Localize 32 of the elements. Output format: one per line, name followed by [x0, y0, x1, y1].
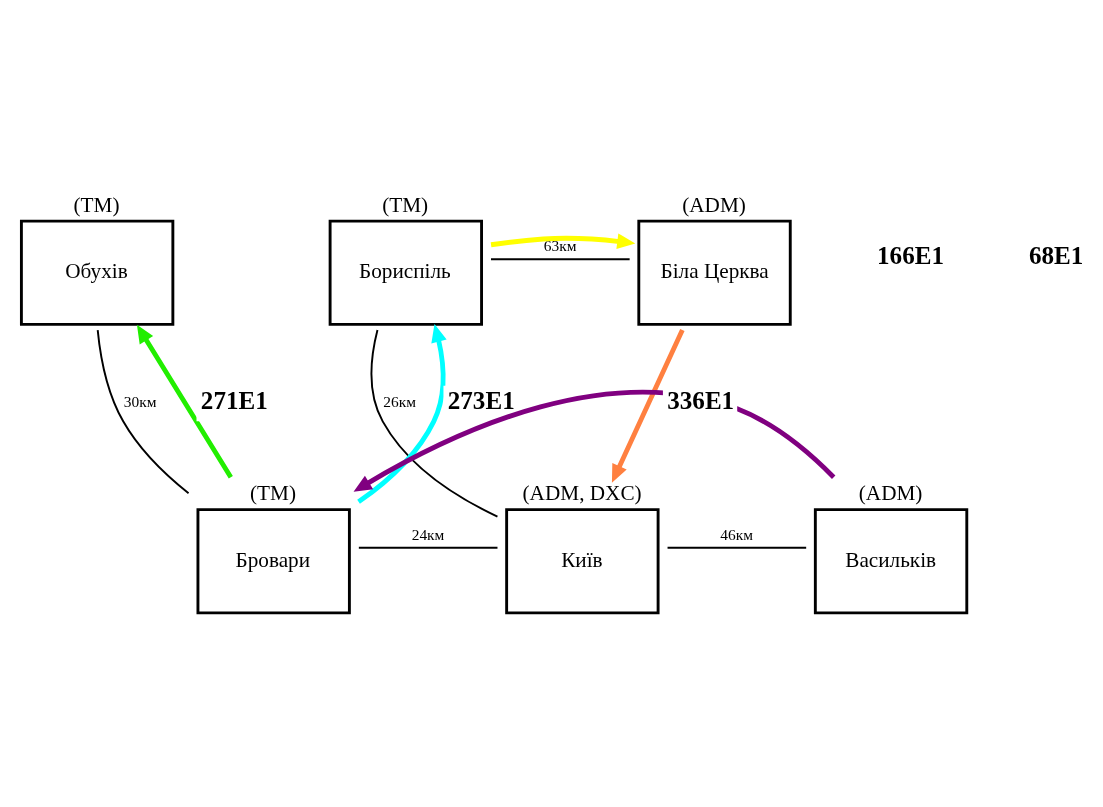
arrow	[357, 324, 447, 504]
node-label: (ADM, DXC)	[522, 481, 642, 506]
connector	[357, 546, 499, 549]
edge-label: 336E1	[667, 387, 735, 415]
connector	[370, 328, 499, 518]
edge-label: 273E1	[447, 387, 515, 415]
edge-label: 26км	[383, 393, 416, 411]
edge-label: 30км	[123, 393, 157, 411]
label: 166E1	[877, 242, 944, 270]
edge-label: 63км	[543, 237, 577, 255]
node-label: (TM)	[73, 192, 120, 217]
arrow	[353, 389, 836, 492]
node-box: Обухів	[19, 219, 175, 326]
edge-label: 24км	[411, 525, 445, 543]
label: 68E1	[1029, 242, 1084, 270]
edge-label: 271E1	[200, 387, 268, 415]
node-box: Васильків	[813, 508, 969, 615]
node-label: (TM)	[382, 192, 429, 217]
node-box: Бровари	[196, 508, 351, 615]
node-box: Бориспіль	[328, 219, 483, 326]
connector	[490, 258, 631, 261]
connector	[666, 546, 808, 549]
node-label: (ADM)	[682, 192, 746, 217]
arrow	[611, 328, 685, 483]
connector	[96, 329, 190, 495]
node-box: Біла Церква	[637, 219, 792, 326]
node-label: (ADM)	[858, 481, 923, 506]
node-label: (TM)	[250, 481, 297, 506]
arrow	[490, 233, 636, 250]
arrow	[136, 324, 233, 479]
edge-label: 46км	[720, 525, 754, 543]
node-box: Київ	[505, 508, 660, 615]
